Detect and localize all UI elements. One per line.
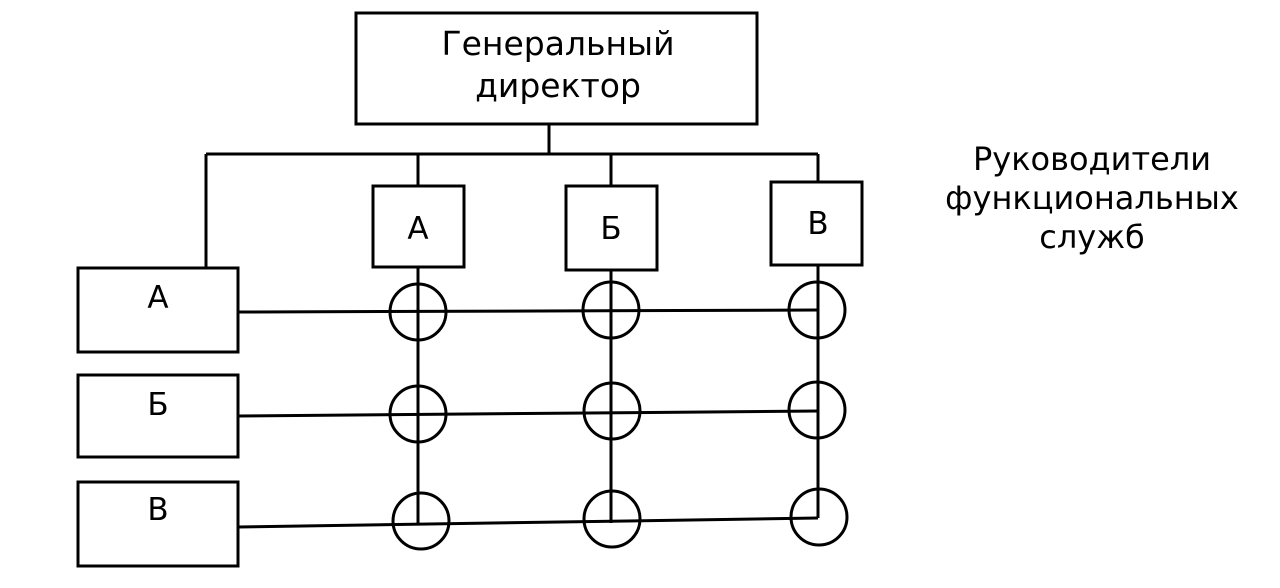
functional-head-b-label: Б [600,211,621,247]
project-head-v: В [76,480,240,568]
functional-head-a-label: А [407,211,428,247]
functional-head-v: В [769,180,864,267]
node-a-a [388,282,448,342]
node-b-v [787,380,847,440]
project-head-a-label: А [147,280,168,316]
project-head-b-label: Б [147,387,168,423]
side-label-line-3: служб [1039,218,1145,256]
project-head-b: Б [76,373,240,459]
side-label: Руководители функциональных служб [945,140,1239,256]
intersection-nodes [388,280,849,551]
side-label-line-2: функциональных [945,179,1239,217]
row-v-line [237,516,819,529]
side-label-line-1: Руководители [973,140,1211,178]
node-a-b [581,280,641,340]
project-head-v-label: В [147,492,168,528]
node-b-a [388,384,448,444]
functional-head-a: А [371,184,466,269]
node-v-v [789,487,849,547]
connectors [204,124,820,529]
functional-head-v-label: В [807,206,828,242]
director-line-1: Генеральный [441,24,674,63]
functional-head-b: Б [564,184,659,272]
node-v-a [391,491,451,551]
node-b-b [582,381,642,441]
director-line-2: директор [475,66,641,105]
node-v-b [582,489,642,549]
row-a-line [237,308,819,314]
row-b-line [237,409,819,418]
node-a-v [787,280,847,340]
director-box: Генеральный директор [354,11,759,126]
project-head-a: А [76,266,240,354]
